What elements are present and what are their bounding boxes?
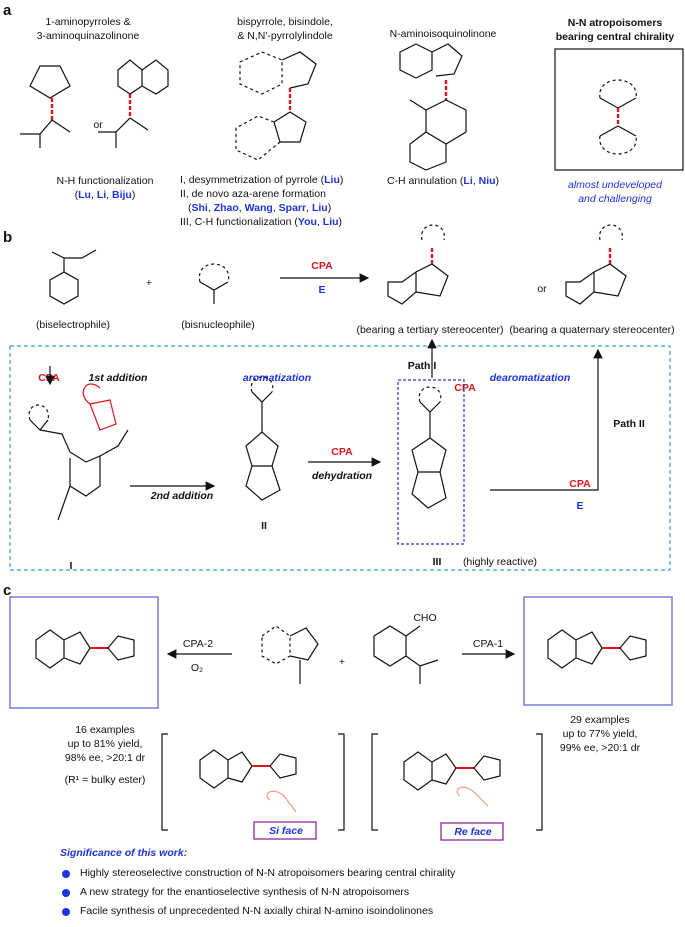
right-result-1: 29 examples <box>570 714 630 726</box>
quaternary-label: (bearing a quaternary stereocenter) <box>509 324 675 336</box>
col3-title: N-aminoisoquinolinone <box>389 28 497 40</box>
panel-b-label: b <box>3 229 13 246</box>
cpa-dehydration: CPA <box>331 446 353 458</box>
left-product-box <box>9 596 159 709</box>
col4-title-line2: bearing central chirality <box>555 31 675 43</box>
col3-desc: C-H annulation (Li, Niu) <box>386 175 500 187</box>
col4-note-line2: and challenging <box>578 193 652 205</box>
intermediate-3-structure <box>411 386 447 509</box>
first-addition: 1st addition <box>88 372 148 384</box>
right-result-3: 99% ee, >20:1 dr <box>559 742 641 754</box>
intermediate-2-structure <box>245 376 281 501</box>
significance-title: Significance of this work: <box>60 847 188 859</box>
cho-label: CHO <box>413 612 437 624</box>
highly-reactive: (highly reactive) <box>462 556 538 568</box>
second-addition: 2nd addition <box>150 490 214 502</box>
left-result-2: up to 81% yield, <box>67 738 143 750</box>
col2-title-line2: & N,N'-pyrrolylindole <box>237 30 333 42</box>
bisnucleophile-structure <box>198 263 230 304</box>
isoquinolinone-structure <box>399 43 467 171</box>
col2-item-3: III, C-H functionalization (You, Liu) <box>180 216 343 228</box>
author-li: Li <box>96 189 107 201</box>
ts-right-bracket-open <box>371 733 378 831</box>
bisnucleophile-label: (bisnucleophile) <box>181 319 255 331</box>
significance-item: Highly stereoselective construction of N… <box>60 864 455 883</box>
right-product-box <box>523 596 673 706</box>
intermediate-3-box <box>397 379 465 545</box>
significance-item: A new strategy for the enantioselective … <box>60 883 455 902</box>
re-face-transition-state <box>403 751 501 807</box>
cpa-path1: CPA <box>454 382 476 394</box>
re-face-label: Re face <box>454 826 492 838</box>
n-n-atropoisomer-box <box>554 48 684 171</box>
re-face-box <box>440 822 504 841</box>
dearomatization: dearomatization <box>489 372 571 384</box>
ts-right-bracket-close <box>536 733 543 831</box>
col2-item-2: II, de novo aza-arene formation <box>180 188 326 200</box>
quaternary-product-structure <box>565 224 627 305</box>
col1-title-line1: 1-aminopyrroles & <box>45 16 131 28</box>
si-face-label: Si face <box>269 825 303 837</box>
tertiary-label: (bearing a tertiary stereocenter) <box>356 324 504 336</box>
path2: Path II <box>613 418 645 430</box>
cpa-path2: CPA <box>569 478 591 490</box>
bispyrrole-structure <box>235 51 317 161</box>
left-note: (R¹ = bulky ester) <box>64 774 146 786</box>
n-aminoindole-structure <box>261 625 319 684</box>
int-3-label: III <box>432 556 442 568</box>
author-lu: Lu <box>78 189 91 201</box>
bullet-icon <box>62 870 70 878</box>
int-2-label: II <box>261 520 267 532</box>
col1-title-line2: 3-aminoquinazolinone <box>36 30 140 42</box>
tertiary-product-structure <box>387 224 449 305</box>
e-top: E <box>318 284 326 296</box>
biselectrophile-label: (biselectrophile) <box>35 319 111 331</box>
col1-authors: (Lu, Li, Biju) <box>74 189 136 201</box>
intermediate-1-structure <box>28 383 129 521</box>
ketoaldehyde-structure <box>373 625 439 684</box>
ts-left-bracket-open <box>161 733 168 831</box>
col1-or: or <box>93 119 103 131</box>
int-1-label: I <box>69 560 73 572</box>
plus-c: + <box>338 656 346 668</box>
col2-item-1: I, desymmetrization of pyrrole (Liu) <box>180 174 344 186</box>
left-result-3: 98% ee, >20:1 dr <box>64 752 146 764</box>
or-b: or <box>537 283 547 295</box>
o2-label: O₂ <box>190 662 204 674</box>
right-result-2: up to 77% yield, <box>562 728 638 740</box>
aminopyrrole-structure <box>20 65 71 148</box>
col2-title-line1: bispyrrole, bisindole, <box>237 16 333 28</box>
e-path2: E <box>576 500 584 512</box>
col2-item-2-authors: (Shi, Zhao, Wang, Sparr, Liu) <box>188 202 332 214</box>
biselectrophile-structure <box>49 249 97 305</box>
author-biju: Biju <box>112 189 132 201</box>
si-face-transition-state <box>199 749 297 813</box>
cpa-top: CPA <box>311 260 333 272</box>
col4-title-line1: N-N atropoisomers <box>567 17 663 29</box>
bullet-icon <box>62 908 70 916</box>
quinazolinone-structure <box>98 59 169 148</box>
n-n-generic-structure <box>599 79 637 155</box>
left-result-1: 16 examples <box>75 724 135 736</box>
dehydration: dehydration <box>312 470 373 482</box>
ts-left-bracket-close <box>338 733 345 831</box>
col4-note-line1: almost undeveloped <box>568 179 662 191</box>
panel-c-label: c <box>3 582 12 599</box>
cpa2-label: CPA-2 <box>182 638 214 650</box>
mechanism-box <box>9 345 671 571</box>
col1-desc: N-H functionalization <box>56 175 154 187</box>
path1: Path I <box>407 360 437 372</box>
left-product-structure <box>35 629 135 669</box>
significance-item: Facile synthesis of unprecedented N-N ax… <box>60 902 455 921</box>
aromatization: aromatization <box>242 372 312 384</box>
path2-arrow <box>490 348 603 491</box>
significance-list: Highly stereoselective construction of N… <box>60 864 455 921</box>
panel-a-label: a <box>3 2 12 19</box>
cpa1-label: CPA-1 <box>472 638 504 650</box>
right-product-structure <box>547 629 647 669</box>
bullet-icon <box>62 889 70 897</box>
plus-b: + <box>145 277 153 289</box>
si-face-box <box>253 821 317 840</box>
